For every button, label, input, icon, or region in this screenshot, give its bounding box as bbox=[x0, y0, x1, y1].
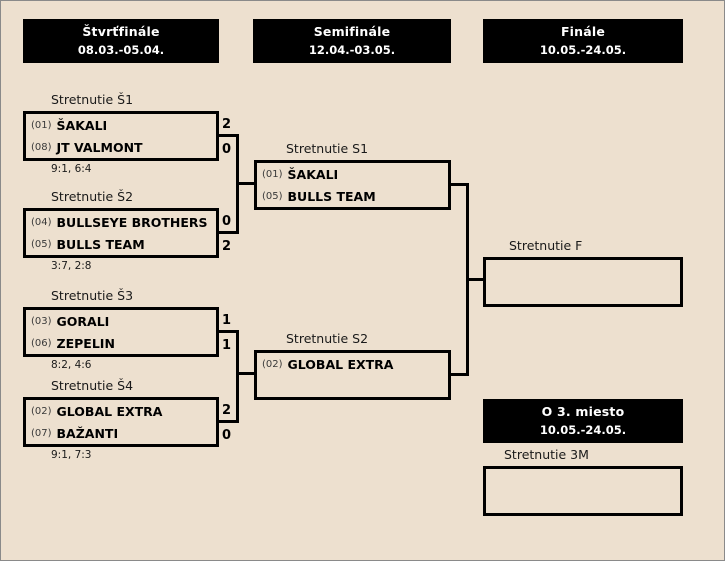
team-row[interactable]: (04) BULLSEYE BROTHERS bbox=[26, 211, 216, 233]
match-box-third-place[interactable] bbox=[483, 466, 683, 516]
round-title: Semifinále bbox=[313, 24, 391, 39]
match-label-final: Stretnutie F bbox=[509, 238, 583, 253]
team-score: 0 bbox=[222, 428, 232, 443]
team-score: 0 bbox=[222, 142, 232, 157]
team-name: ZEPELIN bbox=[56, 335, 115, 351]
team-row[interactable]: (01) ŠAKALI bbox=[257, 163, 448, 185]
team-score: 1 bbox=[222, 338, 232, 353]
round-dates: 10.05.-24.05. bbox=[539, 43, 627, 57]
round-header-quarterfinals: Štvrťfinále 08.03.-05.04. bbox=[23, 19, 219, 63]
match-box-qf4[interactable]: (02) GLOBAL EXTRA (07) BAŽANTI bbox=[23, 397, 219, 447]
team-row[interactable]: (08) JT VALMONT bbox=[26, 136, 216, 158]
team-row[interactable]: (06) ZEPELIN bbox=[26, 332, 216, 354]
match-label-qf2: Stretnutie Š2 bbox=[51, 189, 134, 204]
team-name: JT VALMONT bbox=[56, 139, 143, 155]
match-sets-qf2: 3:7, 2:8 bbox=[51, 260, 92, 272]
round-dates: 10.05.-24.05. bbox=[539, 423, 627, 437]
team-score: 2 bbox=[222, 403, 232, 418]
connector-sf1-out bbox=[451, 183, 469, 186]
team-row[interactable]: (05) BULLS TEAM bbox=[26, 233, 216, 255]
team-name: ŠAKALI bbox=[287, 166, 339, 182]
team-seed: (08) bbox=[31, 141, 52, 153]
connector-sf1-feed bbox=[236, 182, 256, 185]
team-seed: (02) bbox=[262, 358, 283, 370]
match-sets-qf4: 9:1, 7:3 bbox=[51, 449, 92, 461]
round-title: O 3. miesto bbox=[541, 404, 625, 419]
team-row[interactable] bbox=[486, 260, 680, 282]
team-name: GORALI bbox=[56, 313, 110, 329]
team-row[interactable]: (01) ŠAKALI bbox=[26, 114, 216, 136]
connector-sf2-out bbox=[451, 373, 469, 376]
team-score: 2 bbox=[222, 239, 232, 254]
match-label-sf1: Stretnutie S1 bbox=[286, 141, 369, 156]
team-seed: (05) bbox=[31, 238, 52, 250]
match-label-qf4: Stretnutie Š4 bbox=[51, 378, 134, 393]
team-row[interactable]: (07) BAŽANTI bbox=[26, 422, 216, 444]
connector-qf4-horizontal bbox=[219, 420, 239, 423]
team-name: BAŽANTI bbox=[56, 425, 119, 441]
team-name: BULLS TEAM bbox=[287, 188, 376, 204]
match-box-qf3[interactable]: (03) GORALI (06) ZEPELIN bbox=[23, 307, 219, 357]
match-label-sf2: Stretnutie S2 bbox=[286, 331, 369, 346]
match-box-qf2[interactable]: (04) BULLSEYE BROTHERS (05) BULLS TEAM bbox=[23, 208, 219, 258]
team-row[interactable] bbox=[486, 282, 680, 304]
match-box-qf1[interactable]: (01) ŠAKALI (08) JT VALMONT bbox=[23, 111, 219, 161]
team-name: ŠAKALI bbox=[56, 117, 108, 133]
team-row[interactable]: (02) GLOBAL EXTRA bbox=[26, 400, 216, 422]
match-label-third-place: Stretnutie 3M bbox=[504, 447, 589, 462]
round-header-semifinals: Semifinále 12.04.-03.05. bbox=[253, 19, 451, 63]
connector-sf2-feed bbox=[236, 372, 256, 375]
team-seed: (05) bbox=[262, 190, 283, 202]
match-box-sf2[interactable]: (02) GLOBAL EXTRA bbox=[254, 350, 451, 400]
team-row[interactable]: (03) GORALI bbox=[26, 310, 216, 332]
team-seed: (02) bbox=[31, 405, 52, 417]
team-row[interactable]: (02) GLOBAL EXTRA bbox=[257, 353, 448, 375]
match-label-qf1: Stretnutie Š1 bbox=[51, 92, 134, 107]
team-name: BULLS TEAM bbox=[56, 236, 145, 252]
team-seed: (06) bbox=[31, 337, 52, 349]
team-row[interactable]: (05) BULLS TEAM bbox=[257, 185, 448, 207]
team-row[interactable] bbox=[486, 491, 680, 513]
round-dates: 08.03.-05.04. bbox=[77, 43, 165, 57]
connector-final-feed bbox=[466, 278, 484, 281]
team-score: 2 bbox=[222, 117, 232, 132]
team-row[interactable] bbox=[257, 375, 448, 397]
round-header-third-place: O 3. miesto 10.05.-24.05. bbox=[483, 399, 683, 443]
round-dates: 12.04.-03.05. bbox=[308, 43, 396, 57]
match-box-final[interactable] bbox=[483, 257, 683, 307]
team-score: 0 bbox=[222, 214, 232, 229]
connector-qf3-horizontal bbox=[219, 330, 239, 333]
round-title: Finále bbox=[560, 24, 606, 39]
team-name: GLOBAL EXTRA bbox=[287, 356, 394, 372]
round-header-final: Finále 10.05.-24.05. bbox=[483, 19, 683, 63]
team-name: GLOBAL EXTRA bbox=[56, 403, 163, 419]
team-seed: (04) bbox=[31, 216, 52, 228]
team-seed: (01) bbox=[31, 119, 52, 131]
team-row[interactable] bbox=[486, 469, 680, 491]
team-seed: (03) bbox=[31, 315, 52, 327]
team-seed: (01) bbox=[262, 168, 283, 180]
match-sets-qf3: 8:2, 4:6 bbox=[51, 359, 92, 371]
match-label-qf3: Stretnutie Š3 bbox=[51, 288, 134, 303]
team-name: BULLSEYE BROTHERS bbox=[56, 214, 208, 230]
team-score: 1 bbox=[222, 313, 232, 328]
team-seed: (07) bbox=[31, 427, 52, 439]
match-box-sf1[interactable]: (01) ŠAKALI (05) BULLS TEAM bbox=[254, 160, 451, 210]
connector-qf1-horizontal bbox=[219, 134, 239, 137]
round-title: Štvrťfinále bbox=[82, 24, 160, 39]
connector-sf2-vertical bbox=[236, 330, 239, 423]
match-sets-qf1: 9:1, 6:4 bbox=[51, 163, 92, 175]
connector-qf2-horizontal bbox=[219, 231, 239, 234]
